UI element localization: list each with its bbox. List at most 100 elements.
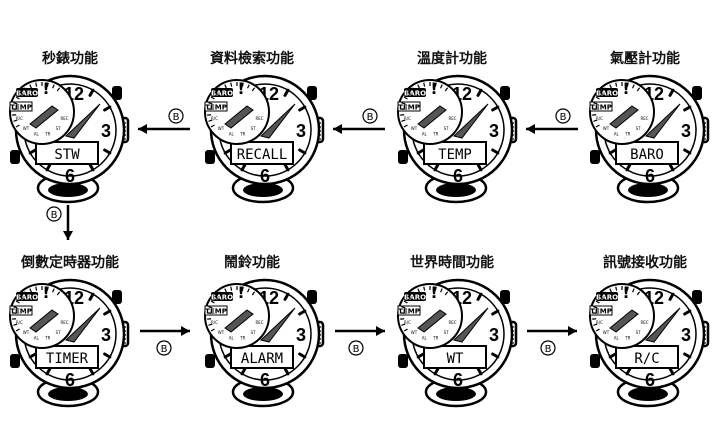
side-button: [205, 150, 215, 164]
scale-tick: [401, 102, 406, 105]
scale-tick: [35, 82, 38, 87]
scale-label: REC: [60, 116, 68, 121]
numeral-3: 3: [296, 121, 306, 141]
scale-tick: [401, 323, 406, 326]
scale-tick: [423, 82, 426, 87]
sub-hand: [609, 309, 639, 333]
hour-marker: [298, 352, 307, 359]
alert-mark: !: [42, 283, 49, 302]
scale-tick: [15, 328, 20, 332]
scale-tick: [417, 288, 420, 293]
scale-label: AL: [422, 131, 428, 136]
arrow-head-icon: [181, 326, 190, 336]
scale-tick: [599, 295, 604, 300]
hour-marker: [476, 163, 483, 172]
scale-tick: [251, 291, 256, 296]
scale-label: ST: [636, 126, 642, 131]
scale-tick: [210, 96, 215, 100]
scale-tick: [247, 288, 250, 293]
numeral-3: 3: [101, 121, 111, 141]
temp-label: TEMP: [590, 104, 612, 112]
scale-label: REC: [60, 320, 68, 325]
lcd-window: [35, 345, 99, 369]
bottom-button: [628, 183, 668, 197]
scale-tick: [626, 82, 629, 87]
numeral-3: 3: [489, 325, 499, 345]
hour-marker: [625, 367, 632, 376]
scale-label: R/C: [16, 320, 23, 325]
baro-label-box: [596, 88, 618, 97]
side-button: [112, 290, 122, 304]
bottom-button: [628, 387, 668, 401]
arrow-head-icon: [568, 326, 577, 336]
button-b-icon: [46, 206, 62, 222]
button-b-label: B: [161, 344, 168, 355]
temp-label-box: [9, 101, 33, 112]
scale-tick: [46, 82, 49, 87]
button-b-icon: [555, 108, 571, 124]
scale-tick: [218, 87, 223, 92]
baro-label: BARO: [211, 294, 233, 302]
baro-label: BARO: [404, 90, 426, 98]
scale-tick: [241, 82, 244, 87]
scale-label: R/C: [211, 116, 218, 121]
scale-tick: [56, 87, 61, 92]
scale-label: R/C: [16, 116, 23, 121]
scale-tick: [636, 291, 641, 296]
lcd-text: TIMER: [46, 351, 89, 367]
scale-tick: [615, 286, 618, 291]
hour-marker: [240, 367, 247, 376]
mode-title-world-time: 世界時間功能: [410, 255, 494, 271]
alert-mark: !: [237, 79, 244, 98]
hour-marker: [433, 163, 440, 172]
hour-marker: [683, 352, 692, 359]
alert-mark: !: [430, 79, 437, 98]
scale-label: WT: [411, 330, 418, 335]
scale-label: AL: [614, 335, 620, 340]
lcd-text: RECALL: [237, 147, 288, 163]
scale-label: AL: [229, 131, 235, 136]
numeral-3: 3: [296, 325, 306, 345]
temp-label-box: [397, 305, 421, 316]
hour-marker: [88, 367, 95, 376]
scale-tick: [52, 288, 55, 293]
hour-marker: [668, 88, 675, 97]
scale-tick: [29, 288, 32, 293]
hour-marker: [298, 309, 307, 316]
hour-marker: [88, 292, 95, 301]
sub-hand: [609, 105, 639, 129]
scale-tick: [626, 286, 629, 291]
scale-tick: [434, 286, 437, 291]
hour-marker: [433, 367, 440, 376]
hour-marker: [416, 148, 425, 155]
side-button: [10, 354, 20, 368]
hour-marker: [668, 367, 675, 376]
hour-marker: [45, 367, 52, 376]
button-b-icon: [348, 340, 364, 356]
scale-tick: [19, 91, 24, 96]
bottom-button: [436, 387, 476, 401]
side-button: [307, 86, 317, 100]
arrow-timer-to-alarm: B: [140, 326, 190, 356]
side-button: [692, 86, 702, 100]
temp-label: TEMP: [205, 104, 227, 112]
scale-tick: [599, 91, 604, 96]
hour-marker: [283, 163, 290, 172]
scale-tick: [636, 87, 641, 92]
minute-hand: [644, 307, 681, 343]
scale-tick: [13, 102, 18, 105]
baro-label-box: [16, 88, 38, 97]
hour-marker: [491, 352, 500, 359]
bottom-button: [243, 387, 283, 401]
side-button: [692, 290, 702, 304]
arrow-worldtime-to-receive: B: [527, 326, 577, 356]
lcd-text: TEMP: [438, 147, 472, 163]
button-b-label: B: [173, 112, 180, 123]
scale-tick: [230, 286, 233, 291]
scale-label: R/C: [596, 320, 603, 325]
scale-tick: [609, 84, 612, 89]
hour-marker: [283, 367, 290, 376]
scale-label: WT: [603, 330, 610, 335]
hour-marker: [283, 88, 290, 97]
